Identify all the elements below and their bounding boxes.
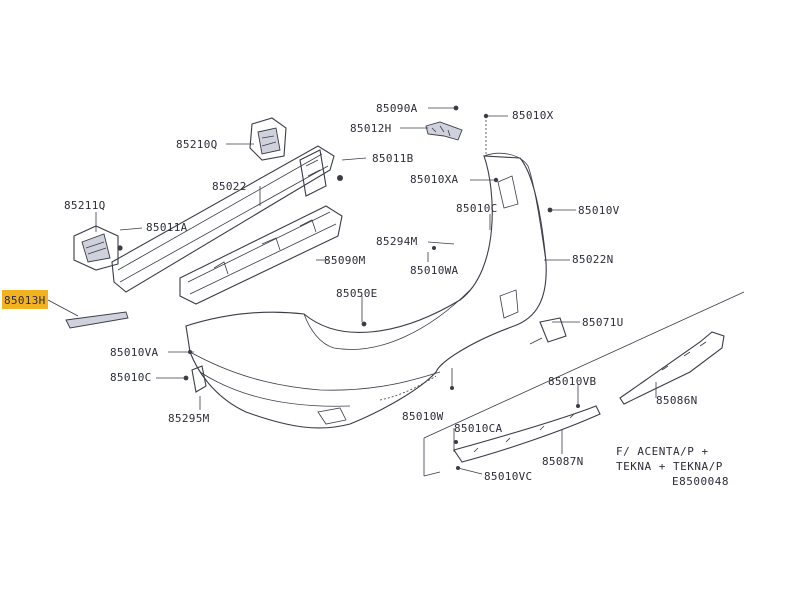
cap-85071u: [529, 317, 567, 345]
label-85087n: 85087N: [542, 455, 584, 468]
label-85071u: 85071U: [582, 316, 624, 329]
fastener-dots: [117, 105, 580, 470]
note-line-1: F/ ACENTA/P +: [616, 445, 709, 458]
label-85010wa: 85010WA: [410, 264, 459, 277]
label-85090m: 85090M: [324, 254, 366, 267]
absorber-85090m: [179, 205, 343, 305]
label-85010v: 85010V: [578, 204, 620, 217]
label-85010xa: 85010XA: [410, 173, 459, 186]
label-85211q: 85211Q: [64, 199, 106, 212]
label-85022: 85022: [212, 180, 247, 193]
garnish-85087n: [453, 405, 601, 463]
label-85294m: 85294M: [376, 235, 418, 248]
bracket-85210q: [249, 117, 287, 161]
reinforcement-85022: [111, 145, 335, 293]
leader-lines: [47, 107, 657, 475]
highlight-85013h: [2, 290, 48, 309]
label-85010va: 85010VA: [110, 346, 159, 359]
bracket-85012h: [425, 121, 463, 141]
label-85013h: 85013H: [4, 294, 46, 307]
label-85090a: 85090A: [376, 102, 418, 115]
bracket-85013h: [65, 311, 129, 329]
label-85010vc: 85010VC: [484, 470, 532, 483]
label-85010w: 85010W: [402, 410, 444, 423]
label-85010ca: 85010CA: [454, 422, 503, 435]
label-85010x: 85010X: [512, 109, 554, 122]
bracket-85211q: [73, 225, 119, 271]
label-85012h: 85012H: [350, 122, 392, 135]
label-85086n: 85086N: [656, 394, 698, 407]
label-85050e: 85050E: [336, 287, 378, 300]
diagram-code: E8500048: [672, 475, 729, 488]
label-85011a: 85011A: [146, 221, 188, 234]
label-85210q: 85210Q: [176, 138, 218, 151]
bumper-fascia-85022n: [185, 152, 547, 429]
label-85011b: 85011B: [372, 152, 414, 165]
garnish-85086n: [619, 331, 725, 405]
label-85010c-top: 85010C: [456, 202, 498, 215]
bracket-85295m: [191, 365, 207, 393]
label-85010c-left: 85010C: [110, 371, 152, 384]
label-85022n: 85022N: [572, 253, 614, 266]
label-85010vb: 85010VB: [548, 375, 597, 388]
note-line-2: TEKNA + TEKNA/P: [616, 460, 723, 473]
label-85295m: 85295M: [168, 412, 210, 425]
assembly-outline: [423, 291, 745, 477]
